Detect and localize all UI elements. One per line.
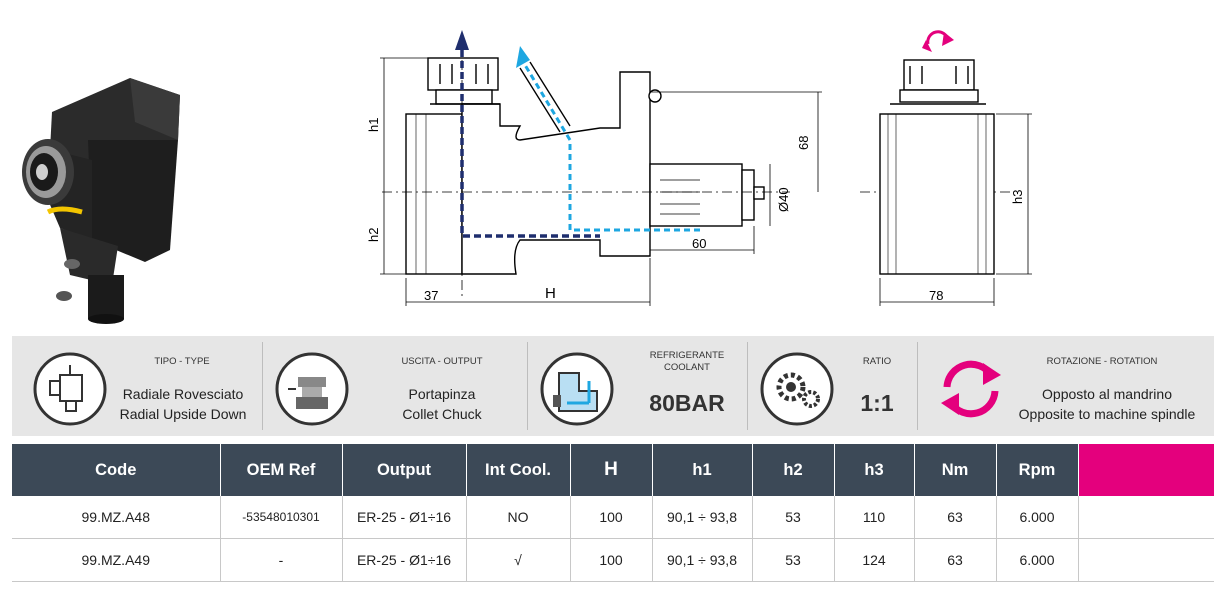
cell-output: ER-25 - Ø1÷16 — [342, 496, 467, 539]
cell-h1: 90,1 ÷ 93,8 — [652, 496, 753, 539]
divider — [527, 342, 528, 430]
spec-coolant: REFRIGERANTE COOLANT 80BAR — [527, 336, 747, 436]
cell-oem-ref: -53548010301 — [220, 496, 343, 539]
dim-37: 37 — [424, 288, 438, 303]
cell-h2: 53 — [752, 538, 835, 582]
spec-ratio-value: 1:1 — [860, 390, 894, 416]
collet-chuck-icon — [275, 352, 349, 426]
col-int-cool: Int Cool. — [466, 444, 571, 496]
dim-d40: Ø40 — [776, 187, 791, 212]
output-path-arrow — [455, 30, 600, 238]
rotation-indicator-icon — [922, 30, 954, 52]
spec-ratio: RATIO 1:1 — [747, 336, 917, 436]
dim-78: 78 — [929, 288, 943, 303]
spec-type: TIPO - TYPE Radiale Rovesciato Radial Up… — [12, 336, 262, 436]
dim-60: 60 — [692, 236, 706, 251]
cell-nm: 63 — [914, 538, 997, 582]
col-H: H — [570, 444, 653, 496]
spec-rotation-head: ROTAZIONE - ROTATION — [1046, 356, 1158, 367]
dim-h2: h2 — [366, 228, 381, 242]
gears-icon — [760, 352, 834, 426]
front-view-drawing — [879, 59, 995, 275]
cell-h3: 124 — [834, 538, 915, 582]
spec-output-line2: Collet Chuck — [402, 406, 482, 422]
table-row: 99.MZ.A49 - ER-25 - Ø1÷16 √ 100 90,1 ÷ 9… — [12, 538, 1214, 582]
col-h3: h3 — [834, 444, 915, 496]
dim-h3: h3 — [1010, 190, 1025, 204]
cell-H: 100 — [570, 496, 653, 539]
cell-int-cool: NO — [466, 496, 571, 539]
col-nm: Nm — [914, 444, 997, 496]
dim-H: H — [545, 285, 556, 302]
cell-code: 99.MZ.A48 — [12, 496, 221, 539]
dim-68: 68 — [796, 136, 811, 150]
technical-drawing-area: h1 h2 37 H 60 68 Ø40 h3 78 — [22, 30, 1032, 324]
spec-bar: TIPO - TYPE Radiale Rovesciato Radial Up… — [12, 336, 1214, 436]
coolant-path-arrow — [516, 46, 700, 232]
cell-h1: 90,1 ÷ 93,8 — [652, 538, 753, 582]
col-rpm: Rpm — [996, 444, 1079, 496]
spec-coolant-head1: REFRIGERANTE — [649, 350, 725, 361]
rotation-arrows-icon — [941, 360, 1001, 418]
spec-rotation: ROTAZIONE - ROTATION Opposto al mandrino… — [917, 336, 1214, 436]
cell-nm: 63 — [914, 496, 997, 539]
side-view-drawing — [405, 57, 765, 275]
col-output: Output — [342, 444, 467, 496]
radial-tool-icon — [33, 352, 107, 426]
spec-output: USCITA - OUTPUT Portapinza Collet Chuck — [262, 336, 527, 436]
table-row: 99.MZ.A48 -53548010301 ER-25 - Ø1÷16 NO … — [12, 496, 1214, 539]
product-photo — [22, 78, 180, 324]
spec-coolant-value: 80BAR — [649, 390, 725, 416]
cell-rpm: 6.000 — [996, 538, 1079, 582]
spec-output-head: USCITA - OUTPUT — [401, 356, 483, 367]
spec-type-head: TIPO - TYPE — [154, 356, 210, 367]
divider — [262, 342, 263, 430]
spec-type-line1: Radiale Rovesciato — [122, 386, 244, 402]
dim-h1: h1 — [366, 118, 381, 132]
product-table: Code OEM Ref Output Int Cool. H h1 h2 h3… — [12, 444, 1214, 582]
col-oem-ref: OEM Ref — [220, 444, 343, 496]
cell-H: 100 — [570, 538, 653, 582]
col-h2: h2 — [752, 444, 835, 496]
table-header-row: Code OEM Ref Output Int Cool. H h1 h2 h3… — [12, 444, 1214, 496]
col-h1: h1 — [652, 444, 753, 496]
divider — [917, 342, 918, 430]
cell-output: ER-25 - Ø1÷16 — [342, 538, 467, 582]
cell-code: 99.MZ.A49 — [12, 538, 221, 582]
col-code: Code — [12, 444, 221, 496]
cell-h3: 110 — [834, 496, 915, 539]
coolant-icon — [540, 352, 614, 426]
cell-blank — [1078, 496, 1214, 539]
cell-oem-ref: - — [220, 538, 343, 582]
col-accent — [1078, 444, 1214, 496]
spec-type-line2: Radial Upside Down — [119, 406, 247, 422]
spec-coolant-head2: COOLANT — [664, 362, 710, 373]
spec-ratio-head: RATIO — [862, 356, 892, 367]
spec-rotation-line1: Opposto al mandrino — [1042, 386, 1172, 402]
spec-rotation-line2: Opposite to machine spindle — [1018, 406, 1196, 422]
cell-h2: 53 — [752, 496, 835, 539]
cell-blank — [1078, 538, 1214, 582]
divider — [747, 342, 748, 430]
spec-output-line1: Portapinza — [408, 386, 476, 402]
cell-rpm: 6.000 — [996, 496, 1079, 539]
cell-int-cool: √ — [466, 538, 571, 582]
